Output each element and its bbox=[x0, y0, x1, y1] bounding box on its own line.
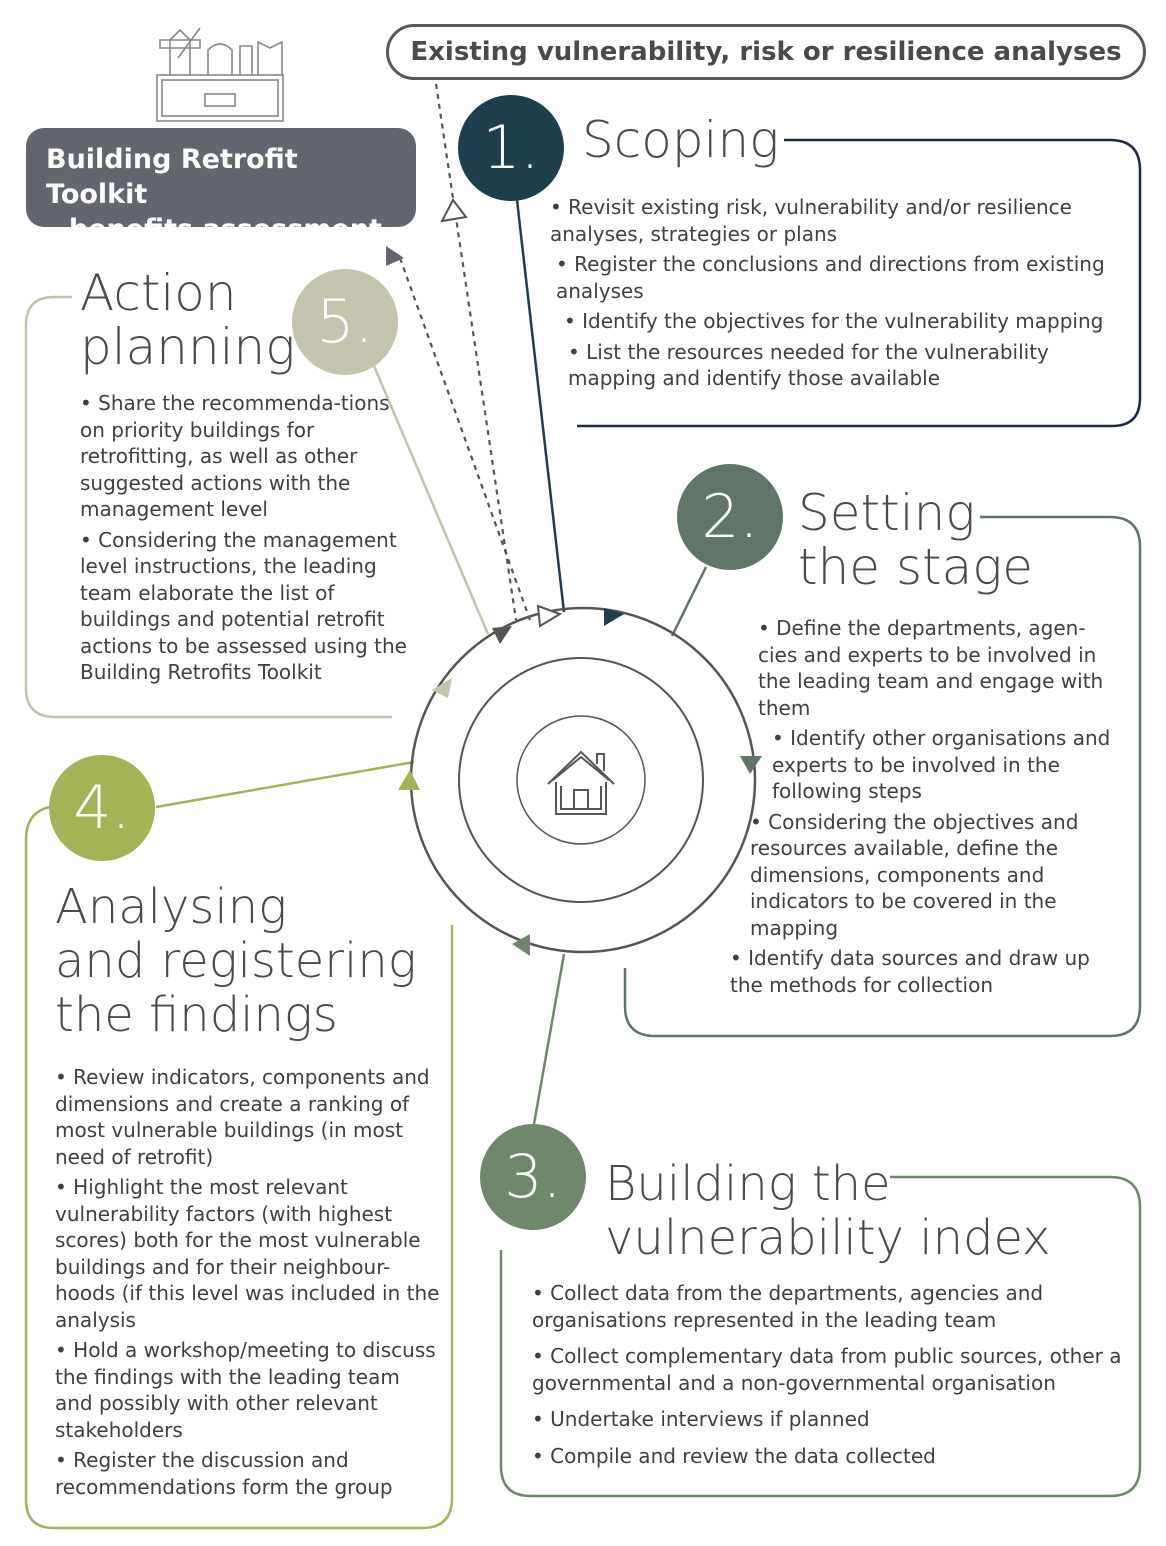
step5-title-line2: planning bbox=[80, 318, 296, 376]
step4-box-outline bbox=[24, 805, 454, 1530]
step2-bullet: • Identify other organisations and exper… bbox=[772, 726, 1111, 803]
step1-bullet: • List the resources needed for the vuln… bbox=[568, 339, 1049, 391]
step3-bullet: • Undertake interviews if planned bbox=[532, 1407, 870, 1431]
step4-bullet: • Register the discussion and recommenda… bbox=[55, 1448, 393, 1499]
dashed-arrow-toolkit bbox=[398, 257, 532, 621]
existing-analyses-label: Existing vulnerability, risk or resilien… bbox=[386, 24, 1146, 80]
step3-number: 3. bbox=[480, 1124, 586, 1230]
house-icon bbox=[547, 750, 615, 815]
step3-box-outline bbox=[499, 1175, 1142, 1498]
toolkit-badge: Building Retrofit Toolkit – benefits ass… bbox=[26, 128, 416, 245]
step3-title-line1: Building the bbox=[605, 1156, 891, 1212]
step1-spoke bbox=[515, 199, 566, 613]
step2-bullet: • Define the departments, agen-cies and … bbox=[758, 616, 1104, 720]
step2-title-line1: Setting bbox=[798, 484, 976, 542]
step4-title-line1: Analysing bbox=[55, 879, 287, 935]
step1-bullet: • Register the conclusions and direction… bbox=[556, 252, 1105, 303]
toolkit-title-line1: Building Retrofit Toolkit bbox=[46, 144, 298, 210]
step5-title-line1: Action bbox=[80, 264, 237, 322]
step2-title-line2: the stage bbox=[798, 538, 1034, 596]
step3-title-line2: vulnerability index bbox=[605, 1210, 1051, 1266]
cycle-arrow-step1 bbox=[604, 608, 624, 626]
step2-bullet: • Identify data sources and draw up the … bbox=[730, 946, 1090, 997]
cycle-arrow-in-2 bbox=[492, 626, 512, 644]
step3-title: Building the vulnerability index bbox=[605, 1157, 1051, 1265]
toolkit-title-line2: – benefits assessment bbox=[46, 214, 382, 245]
cycle-arrow-step3 bbox=[512, 934, 530, 956]
dashed-arrowhead-toolkit bbox=[386, 246, 404, 266]
step1-number: 1. bbox=[458, 95, 564, 201]
step5-bullets: • Share the recommenda-tions on priority… bbox=[80, 390, 415, 690]
step4-bullet: • Highlight the most relevant vulnerabil… bbox=[55, 1175, 440, 1332]
cycle-arrow-step5 bbox=[432, 678, 452, 698]
middle-ring bbox=[458, 657, 704, 903]
step2-number: 2. bbox=[677, 464, 783, 570]
step5-spoke bbox=[372, 365, 490, 635]
step5-bullet: • Share the recommenda-tions on priority… bbox=[80, 391, 390, 521]
step2-bullets: • Define the departments, agen-cies and … bbox=[730, 615, 1120, 1002]
step1-box-outline bbox=[577, 138, 1142, 428]
dashed-arrow-existing bbox=[434, 83, 518, 621]
step5-bullet: • Considering the management level instr… bbox=[80, 527, 407, 685]
step1-bullets: • Revisit existing risk, vulnerability a… bbox=[550, 194, 1125, 396]
inner-ring bbox=[516, 715, 646, 845]
step2-box-outline bbox=[623, 515, 1142, 1038]
cycle-arrow-step4 bbox=[398, 770, 420, 790]
step4-title-line2: and registering bbox=[55, 933, 417, 989]
step5-box-outline bbox=[24, 295, 392, 719]
step4-number: 4. bbox=[49, 755, 155, 861]
step4-bullet: • Hold a workshop/meeting to discuss the… bbox=[55, 1338, 436, 1442]
step5-title: Action planning bbox=[80, 266, 295, 374]
dashed-arrowhead-existing bbox=[440, 198, 468, 223]
step5-number: 5. bbox=[292, 269, 398, 375]
step4-title-line3: the findings bbox=[55, 987, 338, 1043]
step3-bullet: • Collect complementary data from public… bbox=[532, 1344, 1122, 1395]
step2-spoke bbox=[670, 566, 708, 637]
cycle-arrow-in-1 bbox=[536, 604, 563, 628]
step1-bullet: • Revisit existing risk, vulnerability a… bbox=[550, 195, 1072, 246]
step3-bullet: • Compile and review the data collected bbox=[532, 1443, 936, 1468]
step3-bullets: • Collect data from the departments, age… bbox=[532, 1280, 1122, 1473]
toolbox-icon bbox=[156, 27, 284, 122]
step4-title: Analysing and registering the findings bbox=[55, 880, 417, 1042]
step4-bullets: • Review indicators, components and dime… bbox=[55, 1064, 440, 1504]
step3-bullet: • Collect data from the departments, age… bbox=[532, 1281, 1044, 1332]
step2-bullet: • Considering the objectives and resourc… bbox=[750, 809, 1079, 940]
step1-bullet: • Identify the objectives for the vulner… bbox=[564, 309, 1104, 333]
step1-title: Scoping bbox=[582, 111, 780, 169]
step2-title: Setting the stage bbox=[798, 486, 1033, 594]
step3-spoke bbox=[532, 953, 566, 1125]
step4-spoke bbox=[155, 760, 415, 809]
cycle-arrow-step2 bbox=[740, 756, 762, 774]
step4-bullet: • Review indicators, components and dime… bbox=[55, 1065, 430, 1169]
